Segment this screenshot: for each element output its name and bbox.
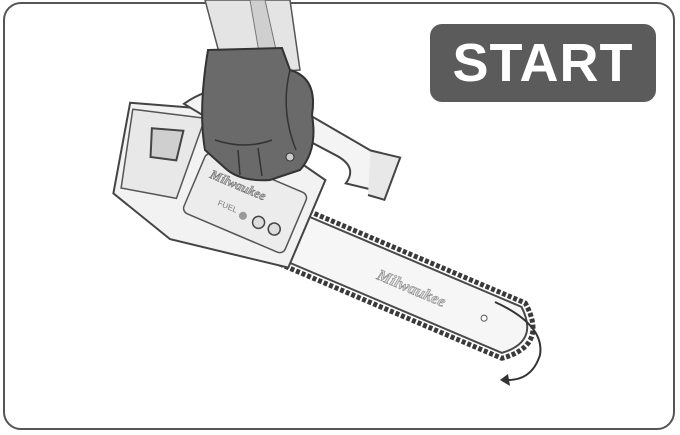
guide-bar: Milwaukee [274,207,542,366]
start-badge: START [430,24,656,102]
